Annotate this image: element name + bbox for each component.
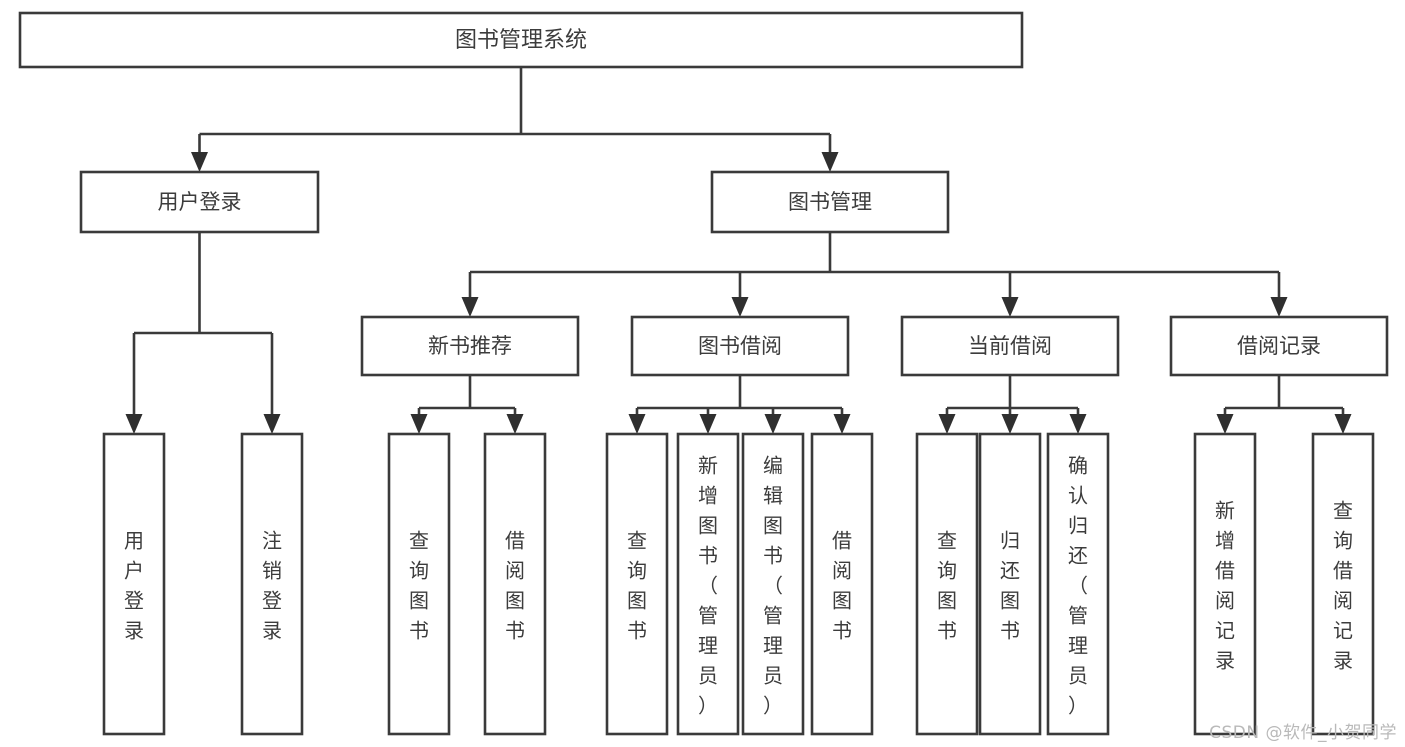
node-borrow-record[interactable]: 借阅记录 [1169,315,1389,377]
node-label: 注销登录 [262,528,282,642]
node-leaf-return-book[interactable]: 归还图书 [978,432,1042,736]
connector-borrow-record [1216,375,1352,434]
node-label: 新增借阅记录 [1215,498,1235,672]
node-leaf-user-login[interactable]: 用户登录 [102,432,166,736]
node-box [18,11,1024,69]
node-user-login[interactable]: 用户登录 [79,170,320,234]
node-label: 图书管理系统 [455,28,587,53]
connector-book-manage [461,232,1288,317]
node-box [360,315,580,377]
node-leaf-query-book-recommend[interactable]: 查询图书 [387,432,451,736]
node-book-borrow[interactable]: 图书借阅 [630,315,850,377]
node-box [900,315,1120,377]
connector-book-borrow [628,375,851,434]
node-leaf-query-book-current[interactable]: 查询图书 [915,432,979,736]
node-box [1169,315,1389,377]
node-box [978,432,1042,736]
node-box [1046,432,1110,736]
node-box [915,432,979,736]
node-box [387,432,451,736]
node-label: 借阅记录 [1237,334,1321,358]
csdn-watermark: CSDN @软件_小贺同学 [1209,723,1397,743]
node-new-book-recommend[interactable]: 新书推荐 [360,315,580,377]
node-label: 用户登录 [158,190,242,214]
node-label: 归还图书 [1000,528,1020,642]
node-label: 确认归还（管理员） [1068,453,1088,717]
node-root[interactable]: 图书管理系统 [18,11,1024,69]
node-leaf-query-borrow-record[interactable]: 查询借阅记录 [1311,432,1375,736]
node-leaf-add-borrow-record[interactable]: 新增借阅记录 [1193,432,1257,736]
connector-layer [125,67,1352,434]
node-leaf-query-book-borrow[interactable]: 查询图书 [605,432,669,736]
node-box [1311,432,1375,736]
node-label: 查询借阅记录 [1333,498,1353,672]
node-box [483,432,547,736]
connector-new-book-recommend [410,375,524,434]
node-leaf-edit-book[interactable]: 编辑图书（管理员） [741,432,805,736]
connector-user-login [125,232,281,434]
node-box [102,432,166,736]
node-label: 新增图书（管理员） [698,453,718,717]
node-label: 借阅图书 [505,528,525,642]
node-box [605,432,669,736]
node-box [1193,432,1257,736]
node-box [630,315,850,377]
node-label: 查询图书 [409,528,429,642]
connector-root [191,67,839,172]
node-book-manage[interactable]: 图书管理 [710,170,950,234]
node-label: 编辑图书（管理员） [763,453,783,717]
node-box [676,432,740,736]
node-box [710,170,950,234]
node-layer: 图书管理系统用户登录图书管理新书推荐图书借阅当前借阅借阅记录用户登录注销登录查询… [18,11,1389,736]
node-box [810,432,874,736]
node-leaf-confirm-return[interactable]: 确认归还（管理员） [1046,432,1110,736]
node-label: 新书推荐 [428,334,512,358]
node-current-borrow[interactable]: 当前借阅 [900,315,1120,377]
node-label: 查询图书 [627,528,647,642]
node-box [79,170,320,234]
node-label: 当前借阅 [968,334,1052,358]
node-label: 图书借阅 [698,334,782,358]
node-label: 借阅图书 [832,528,852,642]
connector-current-borrow [938,375,1087,434]
node-leaf-logout[interactable]: 注销登录 [240,432,304,736]
node-leaf-borrow-book[interactable]: 借阅图书 [810,432,874,736]
node-leaf-borrow-book-recommend[interactable]: 借阅图书 [483,432,547,736]
node-label: 图书管理 [788,190,872,214]
node-box [240,432,304,736]
node-leaf-add-book[interactable]: 新增图书（管理员） [676,432,740,736]
node-label: 查询图书 [937,528,957,642]
node-box [741,432,805,736]
node-label: 用户登录 [124,528,144,642]
